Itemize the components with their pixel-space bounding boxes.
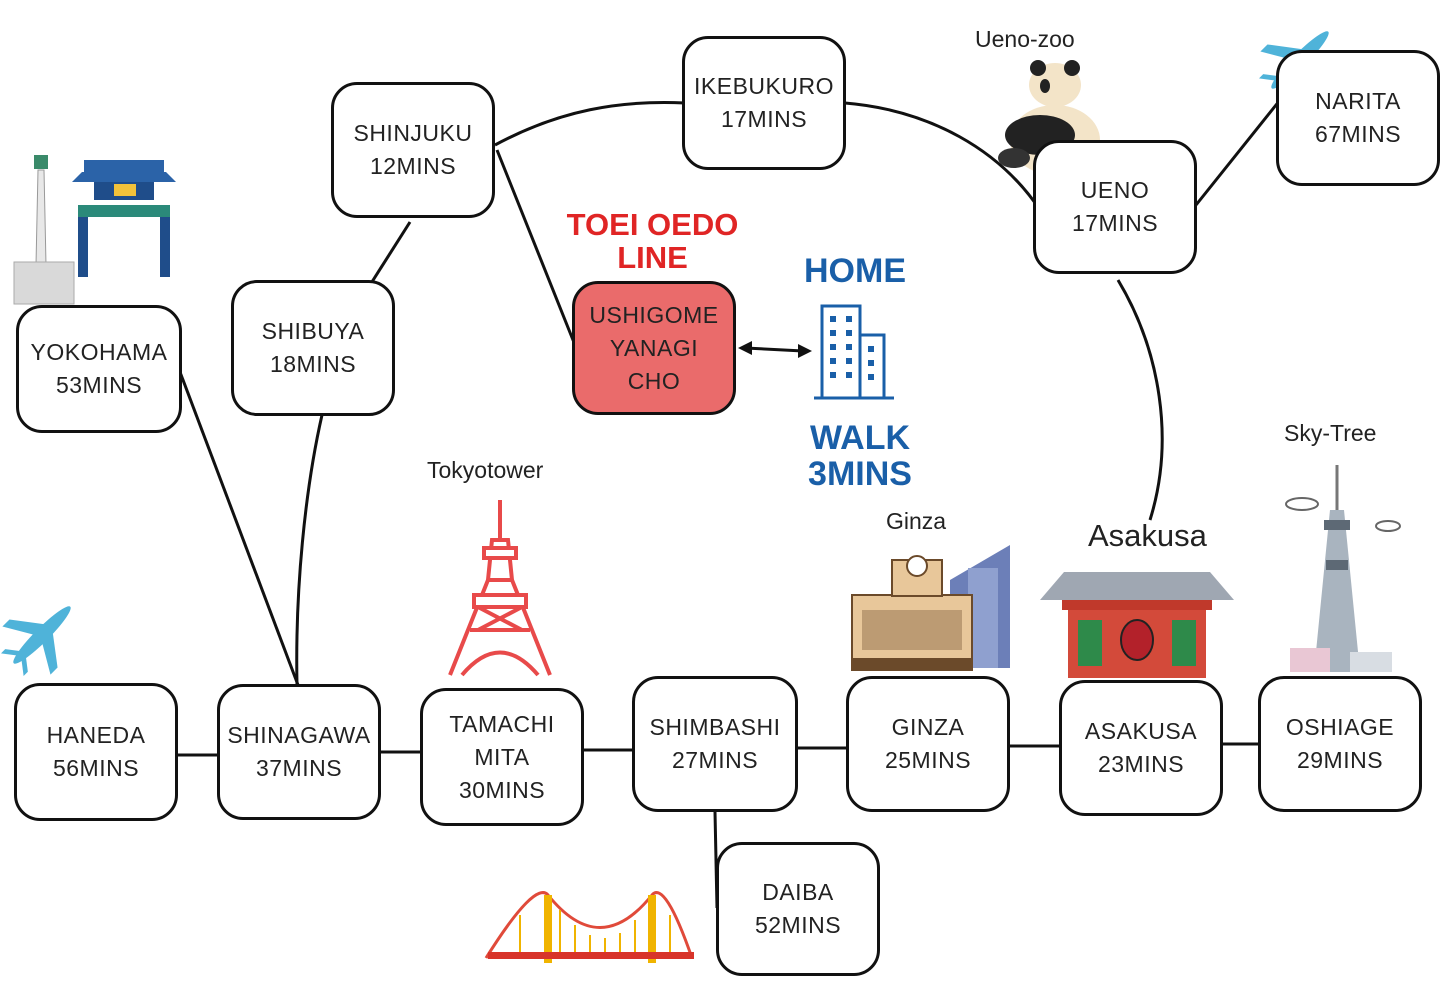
route-lines [178, 99, 1282, 909]
station-shimbashi[interactable]: SHIMBASHI 27MINS [632, 676, 798, 812]
station-shinjuku[interactable]: SHINJUKU 12MINS [331, 82, 495, 218]
line-title: TOEI OEDO LINE [566, 207, 739, 275]
rainbow-bridge-icon [484, 891, 694, 963]
station-name: UENO [1080, 177, 1150, 203]
station-time: 30MINS [458, 776, 546, 803]
walk-label: WALK [809, 419, 911, 457]
station-ikebukuro[interactable]: IKEBUKURO 17MINS [682, 36, 846, 170]
station-time: 12MINS [369, 153, 457, 179]
label-sky-tree: Sky-Tree [1284, 420, 1377, 446]
station-ushigome-yanagicho[interactable]: USHIGOME YANAGI CHO [572, 281, 736, 415]
walk-minutes: 3MINS [808, 455, 912, 493]
station-name: OSHIAGE [1285, 714, 1395, 740]
label-ueno-zoo: Ueno-zoo [975, 26, 1075, 52]
tokyo-tower-icon [448, 500, 552, 677]
station-haneda[interactable]: HANEDA 56MINS [14, 683, 178, 821]
station-name: SHIBUYA [261, 318, 365, 344]
station-name: NARITA [1315, 88, 1401, 114]
station-ueno[interactable]: UENO 17MINS [1033, 140, 1197, 274]
station-name: TAMACHI [449, 710, 555, 737]
station-asakusa[interactable]: ASAKUSA 23MINS [1059, 680, 1223, 816]
station-time: 17MINS [720, 106, 808, 132]
station-name: SHINJUKU [353, 120, 473, 146]
airplane-icon-haneda [0, 606, 71, 677]
building-icon [814, 304, 894, 400]
station-narita[interactable]: NARITA 67MINS [1276, 50, 1440, 186]
station-time: 67MINS [1314, 121, 1402, 147]
station-time: 52MINS [754, 912, 842, 938]
station-daiba[interactable]: DAIBA 52MINS [716, 842, 880, 976]
station-name: SHINAGAWA [227, 722, 371, 748]
asakusa-kaminarimon-icon [1040, 572, 1234, 678]
station-name: CHO [627, 367, 681, 394]
station-name-2: MITA [474, 743, 530, 770]
yokohama-chinatown-gate-icon [13, 155, 176, 305]
station-name: YANAGI [609, 334, 699, 361]
station-time: 18MINS [269, 351, 357, 377]
label-asakusa: Asakusa [1088, 518, 1207, 553]
walk-time: WALK 3MINS [780, 420, 940, 492]
station-shibuya[interactable]: SHIBUYA 18MINS [231, 280, 395, 416]
station-name: YOKOHAMA [30, 339, 168, 365]
station-yokohama[interactable]: YOKOHAMA 53MINS [16, 305, 182, 433]
station-name: USHIGOME [589, 301, 719, 328]
station-oshiage[interactable]: OSHIAGE 29MINS [1258, 676, 1422, 812]
station-name: GINZA [891, 714, 965, 740]
station-tamachi-mita[interactable]: TAMACHI MITA 30MINS [420, 688, 584, 826]
station-time: 37MINS [255, 755, 343, 781]
label-ginza: Ginza [886, 508, 947, 534]
station-time: 56MINS [52, 755, 140, 781]
station-name: ASAKUSA [1084, 718, 1198, 744]
station-time: 25MINS [884, 747, 972, 773]
walk-arrow [738, 341, 812, 358]
station-name: SHIMBASHI [649, 714, 781, 740]
ginza-building-icon [851, 545, 1010, 671]
station-name: HANEDA [46, 722, 146, 748]
sky-tree-icon [1285, 465, 1401, 672]
label-tokyo-tower: Tokyotower [427, 457, 544, 483]
station-name: IKEBUKURO [694, 73, 834, 99]
station-name: DAIBA [762, 879, 834, 905]
station-time: 17MINS [1071, 210, 1159, 236]
station-ginza[interactable]: GINZA 25MINS [846, 676, 1010, 812]
station-time: 23MINS [1097, 751, 1185, 777]
station-shinagawa[interactable]: SHINAGAWA 37MINS [217, 684, 381, 820]
station-time: 53MINS [55, 372, 143, 398]
station-time: 27MINS [671, 747, 759, 773]
home-title: HOME [804, 252, 906, 290]
station-time: 29MINS [1296, 747, 1384, 773]
